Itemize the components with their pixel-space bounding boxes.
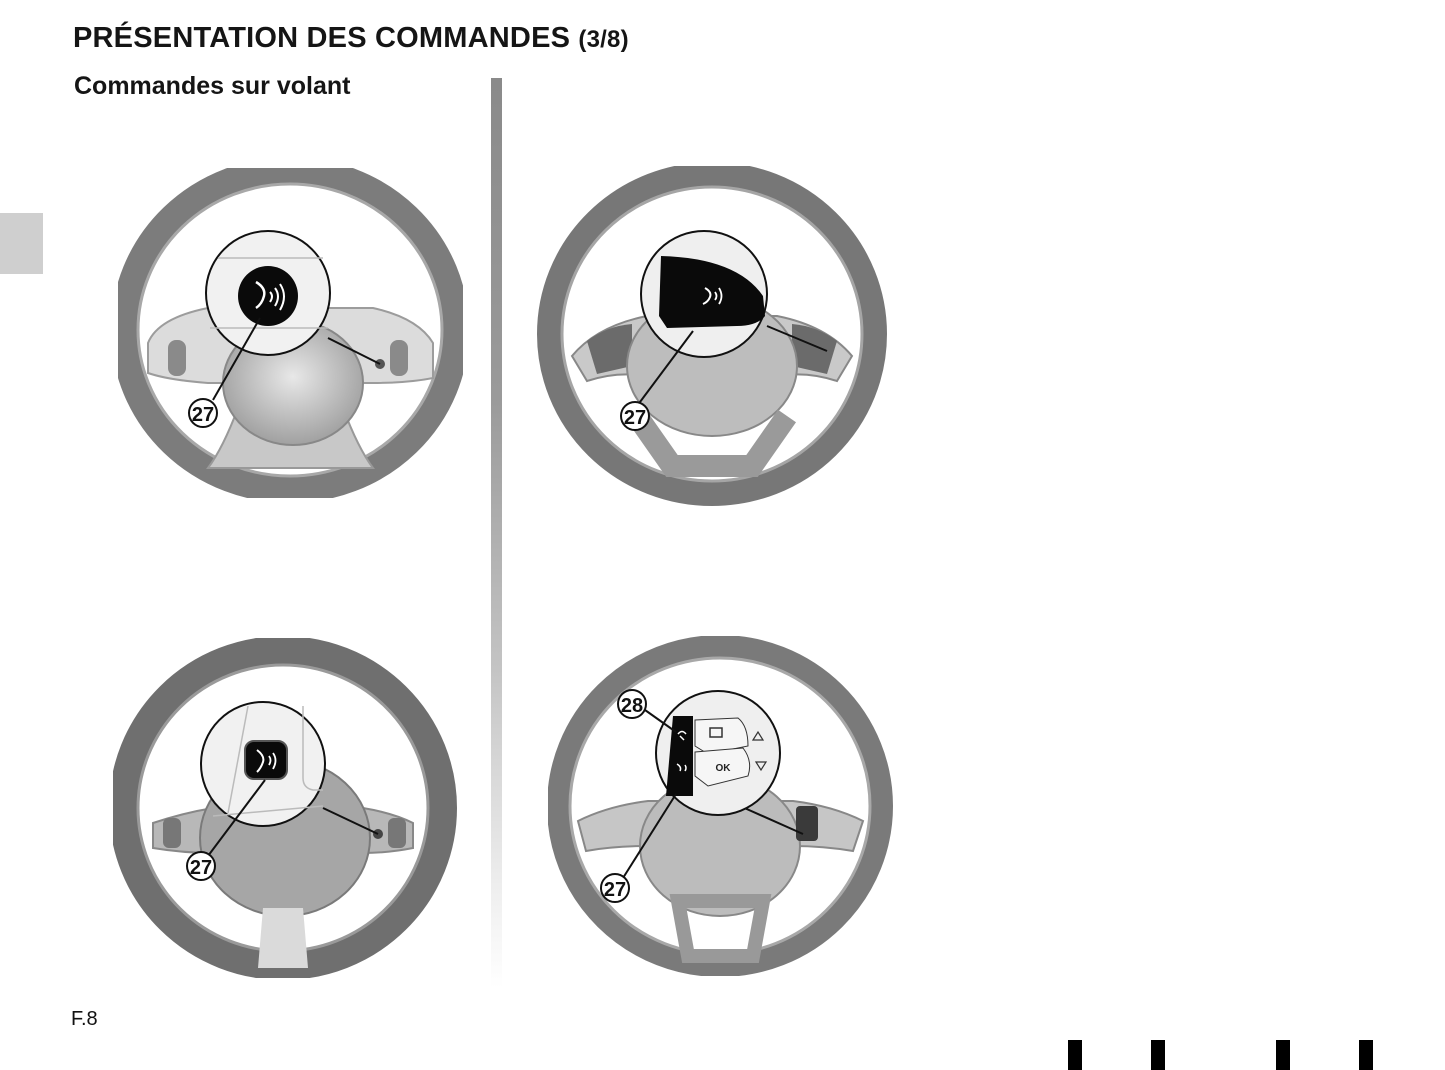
page-indicator: (3/8) <box>578 26 629 53</box>
phone-call-icon <box>677 730 687 741</box>
steering-wheel-icon: OK 28 27 <box>548 636 893 976</box>
callout-27: 27 <box>190 857 212 879</box>
section-title: Commandes sur volant <box>74 72 351 100</box>
steering-wheel-figure-bottom-right: OK 28 27 <box>548 636 898 976</box>
column-divider <box>491 78 502 988</box>
callout-27: 27 <box>604 879 626 901</box>
up-arrow-icon <box>751 730 765 741</box>
registration-mark <box>1068 1040 1082 1070</box>
steering-wheel-figure-bottom-left: 27 <box>113 638 458 978</box>
voice-recognition-icon <box>676 763 687 772</box>
steering-wheel-figure-top-right: 27 <box>537 166 887 506</box>
registration-mark <box>1359 1040 1373 1070</box>
callout-28: 28 <box>621 695 643 717</box>
steering-wheel-icon: 27 <box>118 168 463 498</box>
registration-mark <box>1151 1040 1165 1070</box>
chapter-tab <box>0 213 43 274</box>
window-icon <box>709 727 723 738</box>
page-title: PRÉSENTATION DES COMMANDES (3/8) <box>73 22 629 55</box>
callout-27: 27 <box>192 404 214 426</box>
steering-wheel-figure-top-left: 27 <box>118 168 463 498</box>
registration-mark <box>1276 1040 1290 1070</box>
ok-button-label: OK <box>716 763 732 774</box>
callout-27: 27 <box>624 407 646 429</box>
figure-label: F.8 <box>71 1008 98 1030</box>
steering-wheel-icon: 27 <box>113 638 457 978</box>
steering-wheel-icon: 27 <box>537 166 887 506</box>
down-arrow-icon <box>754 761 768 772</box>
page-title-text: PRÉSENTATION DES COMMANDES <box>73 22 571 54</box>
